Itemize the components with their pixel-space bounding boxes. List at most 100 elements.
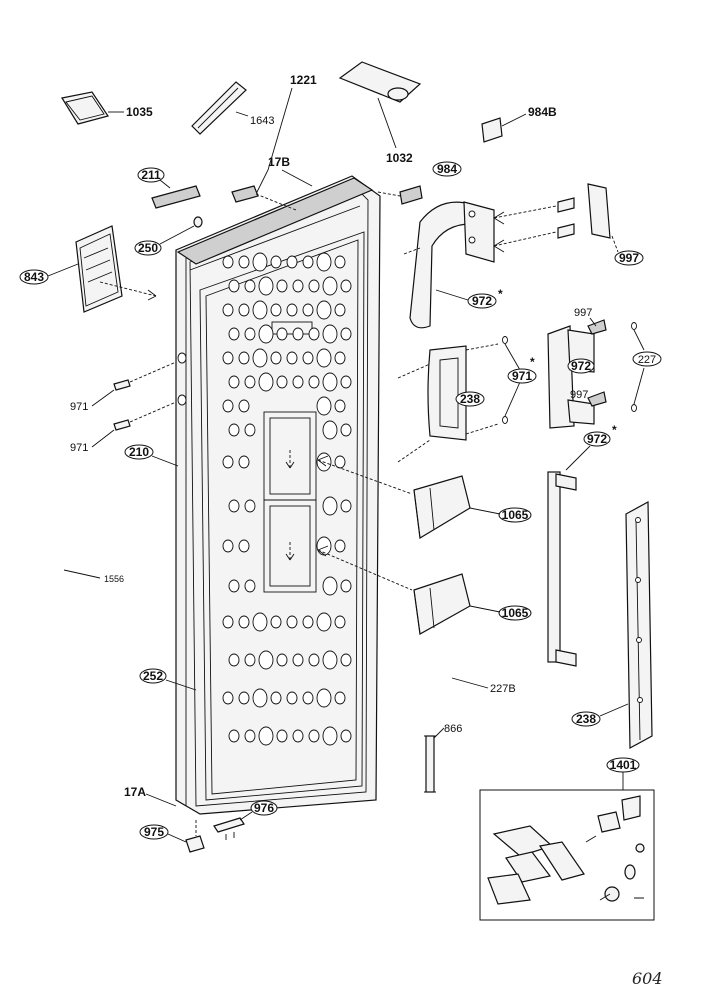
door-hole [222, 303, 234, 317]
label-1221: 1221 [290, 73, 317, 87]
label-1065b-oval: 1065 [498, 605, 532, 621]
door-hole [244, 499, 256, 513]
door-hole [334, 615, 346, 629]
door-hole [222, 255, 234, 269]
label-975: 975 [144, 825, 164, 839]
label-17A: 17A [124, 785, 146, 799]
door-hole [270, 303, 282, 317]
door-hole [222, 691, 234, 705]
label-972c-oval: 972 * [583, 423, 617, 447]
label-975-oval: 975 [139, 824, 169, 840]
door-hole [222, 539, 234, 553]
door-hole [228, 375, 240, 389]
label-997c: 997 [570, 389, 588, 401]
label-250-oval: 250 [134, 240, 162, 256]
door-hole [276, 375, 288, 389]
door-hole [244, 375, 256, 389]
label-227B: 227B [490, 683, 516, 695]
door-hole [252, 612, 268, 632]
kit-1401-box [479, 789, 655, 921]
door-hole [316, 348, 332, 368]
door-hole [334, 691, 346, 705]
door-hole [228, 653, 240, 667]
door-hole [322, 420, 338, 440]
door-hole [322, 372, 338, 392]
label-971c-oval: 971 * [507, 355, 537, 384]
door-hole [322, 726, 338, 746]
page-number: 604 [632, 969, 663, 988]
door-hole [270, 351, 282, 365]
door-hole [286, 303, 298, 317]
part-972-bracket-shape [547, 319, 607, 429]
door-hole [308, 327, 320, 341]
door-hole [286, 351, 298, 365]
door-hole [238, 255, 250, 269]
door-hole [292, 653, 304, 667]
door-hole [322, 496, 338, 516]
door-hole [244, 653, 256, 667]
door-hole [292, 375, 304, 389]
door-hole [252, 300, 268, 320]
label-971c-star: * [530, 355, 535, 369]
door-hole [270, 691, 282, 705]
door-hole [302, 255, 314, 269]
door-hole [316, 300, 332, 320]
door-hole [340, 729, 352, 743]
door-hole [308, 279, 320, 293]
label-984-oval: 984 [432, 161, 462, 177]
door-hole [238, 399, 250, 413]
door-hole [228, 579, 240, 593]
door-hole [258, 276, 274, 296]
label-972a: 972 [472, 294, 492, 308]
label-227-oval: 227 [632, 351, 662, 367]
door-hole [258, 726, 274, 746]
label-17B: 17B [268, 155, 290, 169]
label-252: 252 [143, 669, 163, 683]
door-hole [334, 539, 346, 553]
door-hole [334, 351, 346, 365]
door-hole [302, 691, 314, 705]
door-hole [322, 276, 338, 296]
label-252-oval: 252 [139, 668, 167, 684]
door-hole [258, 324, 274, 344]
door-hole [238, 539, 250, 553]
door-hole [308, 729, 320, 743]
door-hole [228, 327, 240, 341]
door-hole [222, 399, 234, 413]
door-hole [258, 372, 274, 392]
door-hole [228, 423, 240, 437]
label-211-oval: 211 [137, 167, 165, 183]
door-hole [276, 327, 288, 341]
part-1035-shape [61, 91, 109, 125]
label-972c: 972 [587, 432, 607, 446]
door-hole [334, 399, 346, 413]
door-hole [340, 499, 352, 513]
door-hole [252, 348, 268, 368]
part-vertical-handle-bar-shape [547, 471, 577, 667]
door-hole [270, 615, 282, 629]
door-hole [238, 691, 250, 705]
label-972a-star: * [498, 287, 503, 301]
door-hole [222, 351, 234, 365]
door-hole [292, 279, 304, 293]
part-238-handle-shape [427, 345, 467, 441]
door-hole [316, 688, 332, 708]
label-971b: 971 [70, 442, 88, 454]
part-1065b-shape [413, 573, 471, 635]
door-hole [270, 255, 282, 269]
door-hole [286, 255, 298, 269]
door-hole [228, 279, 240, 293]
door-hole [228, 499, 240, 513]
door-hole [238, 455, 250, 469]
label-210: 210 [129, 445, 149, 459]
label-972b-oval: 972 [567, 358, 595, 374]
door-hole [302, 351, 314, 365]
label-227: 227 [638, 354, 656, 366]
label-972c-star: * [612, 423, 617, 437]
part-843-shape [75, 225, 123, 313]
label-250: 250 [138, 241, 158, 255]
label-1556: 1556 [104, 574, 124, 584]
label-238a-oval: 238 [455, 391, 485, 407]
door-hole [286, 615, 298, 629]
label-238b-oval: 238 [571, 711, 601, 727]
